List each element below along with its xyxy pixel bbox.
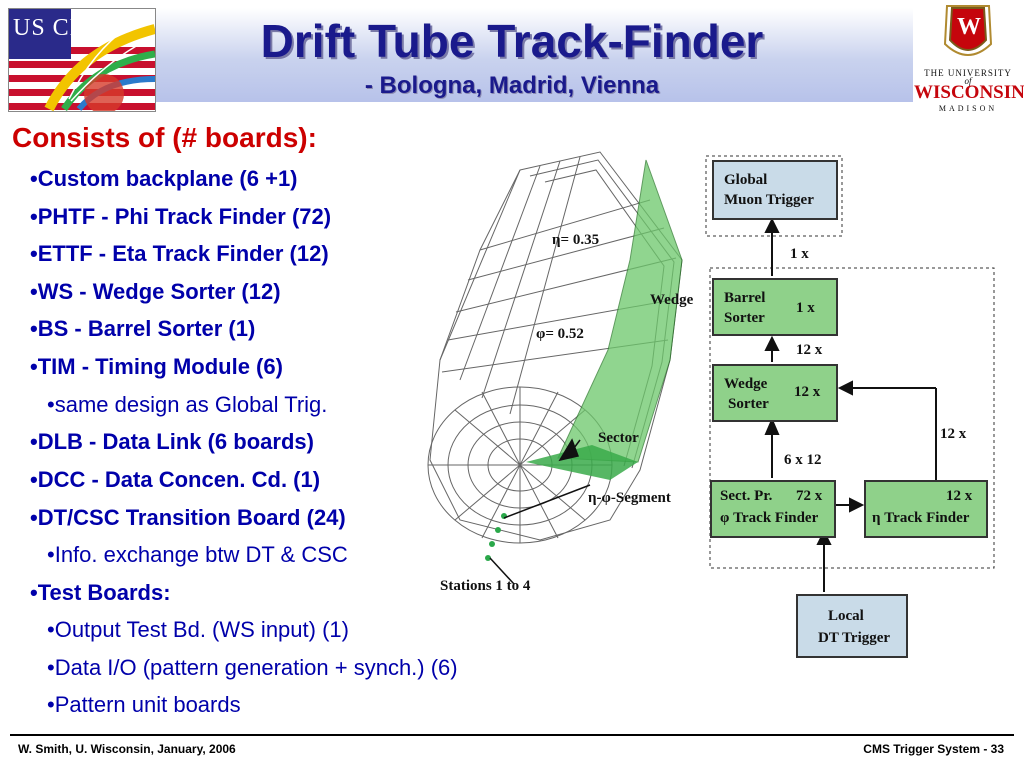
uw-shield-letter: W <box>957 14 981 40</box>
uw-madison-logo: W THE UNIVERSITY of WISCONSIN MADISON <box>914 4 1024 116</box>
phi-label: φ= 0.52 <box>536 326 584 342</box>
wedge-sorter-count: 12 x <box>794 384 821 400</box>
slide-subtitle: - Bologna, Madrid, Vienna <box>364 72 660 99</box>
arrow-label-bs: 12 x <box>796 342 823 358</box>
footer-author: W. Smith, U. Wisconsin, January, 2006 <box>18 742 236 756</box>
bullet-ws: •WS - Wedge Sorter (12) <box>30 279 281 304</box>
wedge-sorter-box: Wedge Sorter 12 x <box>712 364 838 422</box>
bullet-dcc: •DCC - Data Concen. Cd. (1) <box>30 467 321 492</box>
segment-label: η-φ-Segment <box>588 490 671 506</box>
arrow-label-ws: 6 x 12 <box>784 452 822 468</box>
bullet-tim: •TIM - Timing Module (6) <box>30 354 283 379</box>
phi-tf-line1: Sect. Pr. <box>720 488 773 504</box>
phi-tf-count: 72 x <box>796 488 823 504</box>
subbullet-info-exchange: •Info. exchange btw DT & CSC <box>47 542 348 567</box>
subbullet-tim-design: •same design as Global Trig. <box>47 392 328 417</box>
bullet-ettf: •ETTF - Eta Track Finder (12) <box>30 241 329 266</box>
footer-divider <box>10 734 1014 736</box>
bullet-phtf: •PHTF - Phi Track Finder (72) <box>30 204 332 229</box>
bullet-test-boards: •Test Boards: <box>30 580 171 605</box>
uscms-logo: US CMS <box>8 8 156 112</box>
global-trigger-line1: Global <box>724 172 768 188</box>
local-trigger-line1: Local <box>828 608 864 624</box>
arrow-label-eta: 12 x <box>940 426 967 442</box>
uw-line1: THE UNIVERSITY <box>924 68 1012 78</box>
bullet-backplane: •Custom backplane (6 +1) <box>30 166 298 191</box>
subbullet-data-io: •Data I/O (pattern generation + synch.) … <box>47 655 458 680</box>
stations-label: Stations 1 to 4 <box>440 578 531 594</box>
local-trigger-line2: DT Trigger <box>818 630 891 646</box>
bullet-dlb: •DLB - Data Link (6 boards) <box>30 429 314 454</box>
uscms-logo-text: US CMS <box>13 15 107 41</box>
slide-title: Drift Tube Track-Finder <box>260 15 764 67</box>
local-dt-trigger-box: Local DT Trigger <box>796 594 908 658</box>
phi-track-finder-box: Sect. Pr. 72 x φ Track Finder <box>710 480 836 538</box>
wedge-label: Wedge <box>650 292 694 308</box>
eta-track-finder-box: 12 x η Track Finder <box>864 480 988 538</box>
subbullet-pattern-unit: •Pattern unit boards <box>47 692 241 717</box>
header-band <box>155 8 913 102</box>
flow-connectors <box>705 155 995 592</box>
eta-tf-count: 12 x <box>946 488 973 504</box>
global-trigger-line2: Muon Trigger <box>724 192 814 208</box>
eta-label: η= 0.35 <box>552 232 600 248</box>
bullet-bs: •BS - Barrel Sorter (1) <box>30 316 256 341</box>
barrel-sorter-line1: Barrel <box>724 290 766 306</box>
uw-line3: WISCONSIN <box>914 82 1024 103</box>
sector-label: Sector <box>598 430 639 446</box>
eta-tf-label: η Track Finder <box>872 510 970 526</box>
uw-line4: MADISON <box>938 104 998 113</box>
barrel-sorter-line2: Sorter <box>724 310 765 326</box>
barrel-sorter-count: 1 x <box>796 300 815 316</box>
wedge-sorter-line1: Wedge <box>724 376 768 392</box>
subbullet-output-test: •Output Test Bd. (WS input) (1) <box>47 617 349 642</box>
content-heading: Consists of (# boards): <box>12 122 317 153</box>
arrow-label-gmt: 1 x <box>790 246 809 262</box>
wedge-sorter-line2: Sorter <box>728 396 769 412</box>
uw-line2: of <box>964 76 972 86</box>
bullet-transition-board: •DT/CSC Transition Board (24) <box>30 505 346 530</box>
barrel-sorter-box: Barrel Sorter 1 x <box>712 278 838 336</box>
detector-barrel-drawing <box>427 151 683 585</box>
footer-page: CMS Trigger System - 33 <box>863 742 1004 756</box>
global-muon-trigger-box: Global Muon Trigger <box>712 160 838 220</box>
phi-tf-line2: φ Track Finder <box>720 510 819 526</box>
